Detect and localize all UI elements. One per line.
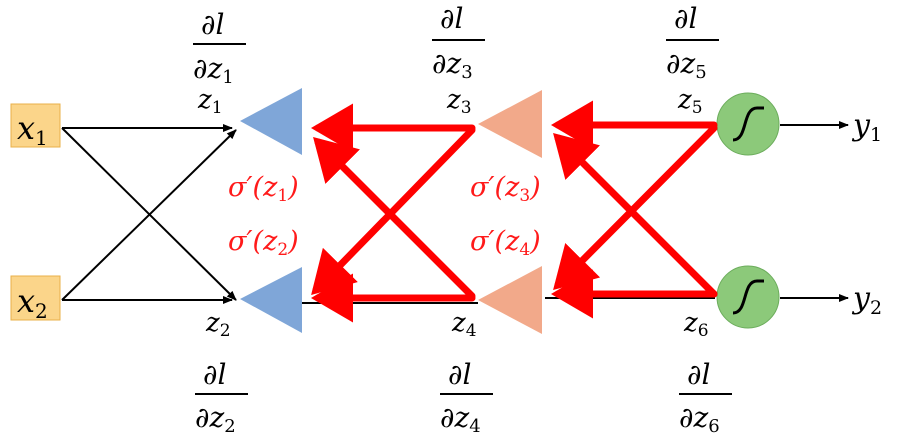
output-labels: y1 y2 [851,108,882,319]
gradient-dl-dz1: ∂l ∂z1 [193,8,246,88]
gradient-denominator: ∂z1 [193,52,234,88]
gradient-denominator: ∂z6 [679,401,720,437]
output-label-y1: y1 [851,108,882,146]
gradient-dl-dz5: ∂l ∂z5 [666,2,719,83]
gradient-denominator: ∂z3 [432,47,473,83]
triangle-nodes [240,88,542,334]
backprop-arrows [311,100,718,323]
triangle-left-icon [240,267,302,333]
grad-z6-to-z3 [553,133,718,298]
z-label-3: z3 [446,85,472,118]
sigma-prime-z2: σ′(z2) [228,226,299,260]
output-label-y2: y2 [851,281,882,319]
input-label-x1: x1 [17,109,48,150]
gradient-numerator: ∂l [448,358,471,391]
gradient-dl-dz3: ∂l ∂z3 [432,2,485,83]
sigma-prime-z4: σ′(z4) [470,226,541,260]
z-label-1: z1 [197,85,223,118]
z-label-2: z2 [205,308,231,341]
gradient-numerator: ∂l [687,358,710,391]
input-label-x2: x2 [17,282,48,323]
gradient-denominator: ∂z5 [666,47,707,83]
triangle-left-icon [478,266,542,334]
gradient-numerator: ∂l [201,8,224,41]
triangle-left-icon [478,90,542,158]
gradient-dl-dz6: ∂l ∂z6 [679,358,732,437]
gradient-numerator: ∂l [674,2,697,35]
gradient-numerator: ∂l [203,358,226,391]
sigmoid-node-z6 [716,265,780,329]
edge-x2-z1 [61,129,237,301]
input-nodes: x1 x2 [10,103,61,323]
input-box-x2 [10,275,61,321]
grad-z5-to-z4 [553,124,718,290]
gradient-dl-dz4: ∂l ∂z4 [440,358,493,437]
z-label-5: z5 [677,85,703,118]
gradient-labels: ∂l ∂z1 ∂l ∂z2 ∂l ∂z3 ∂l ∂z4 ∂l ∂z5 [193,2,732,437]
z-label-4: z4 [451,308,477,341]
gradient-numerator: ∂l [440,2,463,35]
grad-z3-to-z2 [311,126,476,296]
z-labels: z1 z2 z3 z4 z5 z6 [197,85,709,341]
z-label-6: z6 [683,308,709,341]
sigmoid-curve-icon [732,106,764,142]
gradient-dl-dz2: ∂l ∂z2 [195,358,248,437]
sigma-prime-z1: σ′(z1) [228,172,299,206]
gradient-denominator: ∂z4 [440,401,481,437]
sigma-prime-z3: σ′(z3) [470,172,541,206]
input-box-x1 [10,103,61,148]
gradient-denominator: ∂z2 [195,401,236,437]
sigmoid-curve-icon [732,279,764,315]
sigma-prime-labels: σ′(z1) σ′(z2) σ′(z3) σ′(z4) [228,172,541,260]
triangle-left-icon [240,88,302,155]
sigmoid-nodes [716,92,780,329]
sigmoid-node-z5 [716,92,780,156]
grad-z4-to-z1 [313,137,476,300]
